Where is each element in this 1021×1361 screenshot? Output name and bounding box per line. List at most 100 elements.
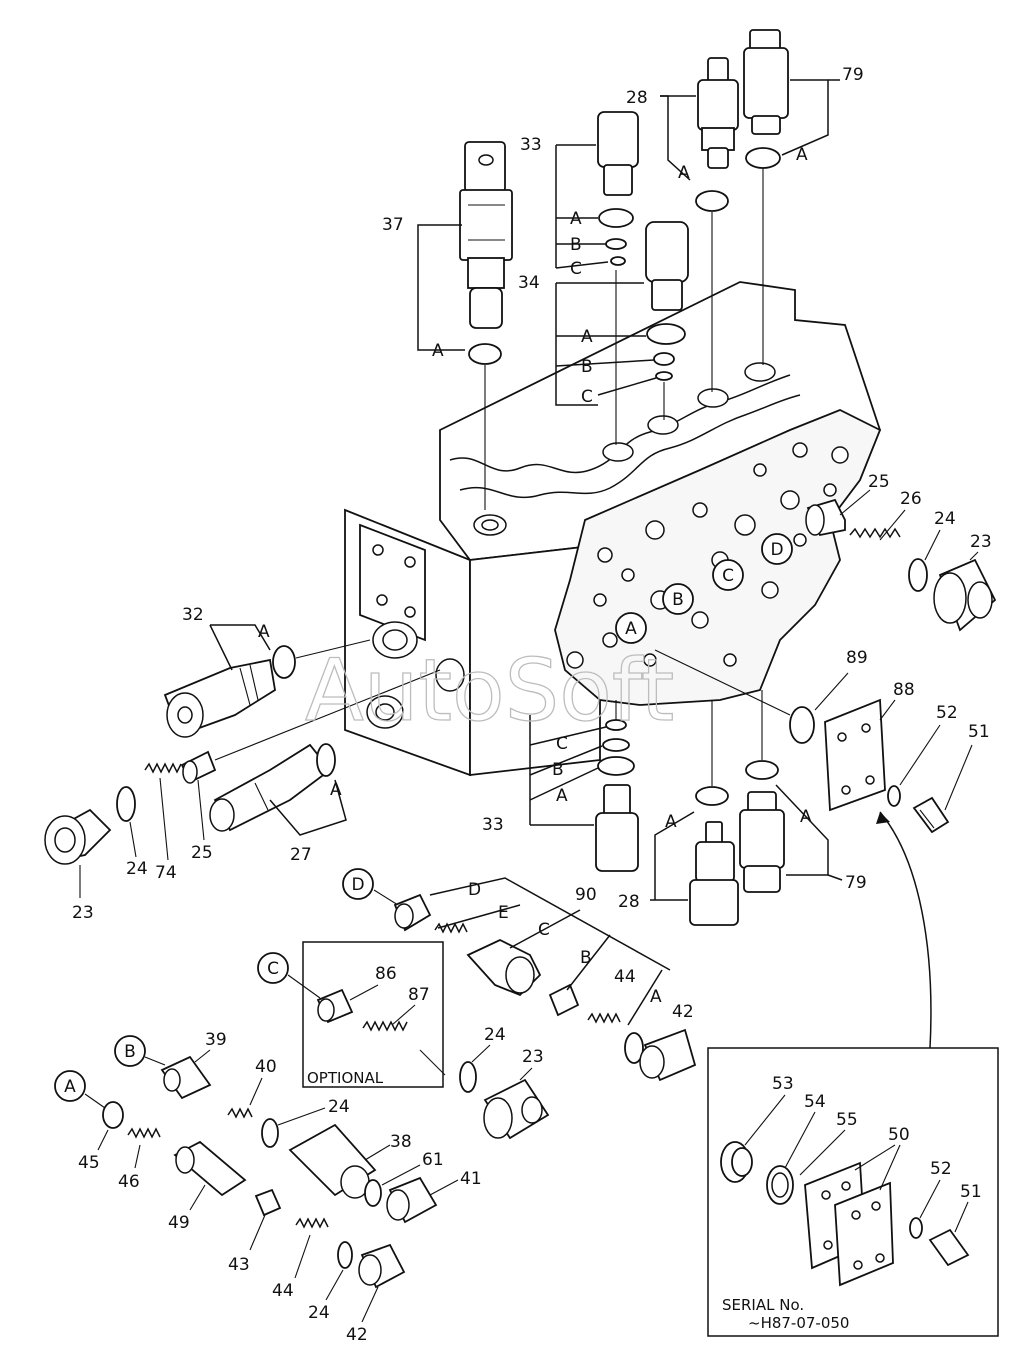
port-callouts-block: A B C D: [615, 533, 793, 644]
plug-assembly-right: [805, 498, 997, 632]
label-87: 87: [408, 985, 430, 1005]
seat-b: [548, 983, 580, 1017]
port-callout-d: D: [770, 540, 783, 560]
label-38: 38: [390, 1132, 412, 1152]
plug-42-top: [639, 1028, 697, 1082]
letter-b-34: B: [581, 357, 593, 377]
label-23-right: 23: [970, 532, 992, 552]
letter-a-28: A: [678, 163, 690, 183]
port-callout-c: C: [722, 566, 734, 586]
o-ring-24-lower-mid: [261, 1118, 279, 1148]
letter-a-32: A: [258, 622, 270, 642]
letter-b-33-lower: B: [552, 760, 564, 780]
label-42-top: 42: [672, 1002, 694, 1022]
letter-a-27: A: [330, 780, 342, 800]
o-ring-24-mid: [459, 1061, 477, 1093]
spool-49: [173, 1140, 247, 1197]
o-ring-61: [364, 1179, 382, 1207]
callout-b-lower: B: [124, 1042, 136, 1062]
letter-c-90: C: [538, 920, 550, 940]
letter-b-33: B: [570, 235, 582, 255]
port-callout-b: B: [672, 590, 684, 610]
label-52-top: 52: [936, 703, 958, 723]
label-46: 46: [118, 1172, 140, 1192]
o-ring-37a: [468, 343, 502, 365]
label-55: 55: [836, 1110, 858, 1130]
label-44-top: 44: [614, 967, 636, 987]
check-valve-33-lower: [595, 784, 639, 872]
cover-plate-88: [824, 698, 886, 812]
letter-d-90: D: [468, 880, 481, 900]
letter-a-79: A: [796, 145, 808, 165]
o-ring-27: [316, 743, 336, 777]
adapter-38: [288, 1123, 377, 1199]
callout-a-lower: A: [64, 1077, 76, 1097]
o-ring-32: [272, 645, 296, 679]
serial-line-2: ~H87-07-050: [748, 1314, 849, 1332]
label-25-left: 25: [191, 843, 213, 863]
label-33-top: 33: [520, 135, 542, 155]
letter-e-90: E: [498, 903, 509, 923]
o-ring-24-right: [908, 558, 928, 592]
label-51-inset: 51: [960, 1182, 982, 1202]
serial-line-1: SERIAL No.: [722, 1296, 804, 1314]
label-24-right: 24: [934, 509, 956, 529]
relief-valve-79-top: [743, 29, 789, 135]
port-callout-a: A: [625, 619, 637, 639]
label-45: 45: [78, 1153, 100, 1173]
o-ring-34c: [655, 371, 673, 381]
label-52-inset: 52: [930, 1159, 952, 1179]
lock-washer-52: [887, 785, 901, 807]
label-61: 61: [422, 1150, 444, 1170]
label-32: 32: [182, 605, 204, 625]
letter-c-33: C: [570, 259, 582, 279]
label-86: 86: [375, 964, 397, 984]
letter-a-33: A: [570, 209, 582, 229]
label-23-left: 23: [72, 903, 94, 923]
label-49: 49: [168, 1213, 190, 1233]
seat-d: [393, 893, 432, 932]
o-ring-28-lower: [695, 786, 729, 806]
seat-45: [102, 1101, 124, 1129]
callout-d-lower: D: [351, 875, 364, 895]
inset-bolt-51: [928, 1228, 970, 1267]
relief-valve-79-lower: [739, 791, 785, 893]
o-ring-79a: [745, 147, 781, 169]
label-24-left: 24: [126, 859, 148, 879]
o-ring-24-bottom: [337, 1241, 353, 1269]
label-33-lower: 33: [482, 815, 504, 835]
o-ring-28a: [695, 190, 729, 212]
check-valve-33-top: [597, 111, 639, 196]
letter-a-37: A: [432, 341, 444, 361]
o-ring-33a: [598, 208, 634, 228]
o-ring-89: [789, 706, 815, 744]
label-26: 26: [900, 489, 922, 509]
watermark: AutoSoft: [305, 641, 674, 741]
label-25-right: 25: [868, 472, 890, 492]
label-79-lower: 79: [845, 873, 867, 893]
label-23-mid: 23: [522, 1047, 544, 1067]
spool-27: [209, 743, 332, 832]
plug-42-bottom: [358, 1243, 406, 1289]
plug-23-left: [44, 808, 112, 865]
label-44-bottom: 44: [272, 1281, 294, 1301]
label-79-top: 79: [842, 65, 864, 85]
seat-86: [316, 988, 354, 1024]
o-ring-33-lower-b: [602, 738, 630, 752]
letter-a-34: A: [581, 327, 593, 347]
label-54: 54: [804, 1092, 826, 1112]
label-27: 27: [290, 845, 312, 865]
seat-43: [254, 1188, 282, 1217]
letter-a-28-lower: A: [665, 812, 677, 832]
label-24-lower-mid: 24: [328, 1097, 350, 1117]
letter-a-33-lower: A: [556, 786, 568, 806]
label-24-bottom: 24: [308, 1303, 330, 1323]
bolt-51: [912, 796, 950, 834]
spool-39: [160, 1055, 212, 1100]
optional-label: OPTIONAL: [307, 1069, 384, 1087]
callout-c-lower: C: [267, 959, 279, 979]
o-ring-33c: [610, 256, 626, 266]
label-40: 40: [255, 1057, 277, 1077]
